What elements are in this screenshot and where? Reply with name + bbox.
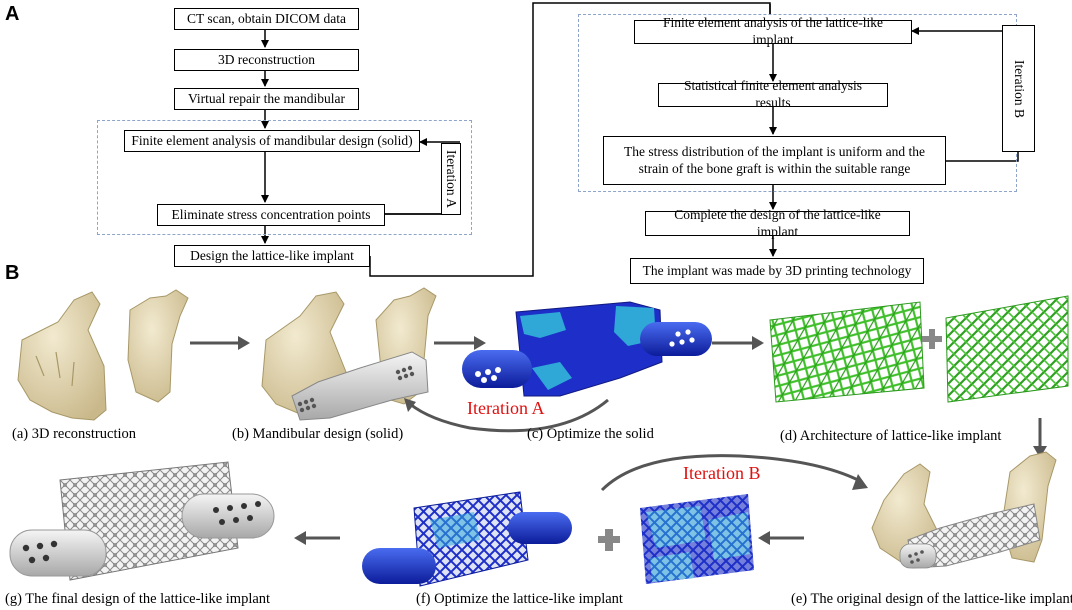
caption-f: (f) Optimize the lattice-like implant bbox=[416, 591, 623, 607]
step-eliminate-stress: Eliminate stress concentration points bbox=[157, 204, 385, 226]
left-arrow-icon bbox=[758, 531, 804, 545]
fea-lattice-result bbox=[640, 494, 754, 584]
right-arrow-icon bbox=[712, 336, 764, 350]
step-fea-solid: Finite element analysis of mandibular de… bbox=[124, 130, 420, 152]
step-3d-reconstruction: 3D reconstruction bbox=[174, 49, 359, 71]
fea-lattice-implant bbox=[362, 491, 572, 587]
step-ct-scan: CT scan, obtain DICOM data bbox=[174, 8, 359, 30]
right-arrow-icon bbox=[434, 336, 486, 350]
iteration-a-group bbox=[97, 120, 472, 235]
iteration-b-label: Iteration B bbox=[683, 463, 761, 483]
caption-c: (c) Optimize the solid bbox=[527, 426, 654, 442]
iteration-b-arrow bbox=[600, 454, 868, 492]
iteration-b-box: Iteration B bbox=[1002, 25, 1035, 152]
bone-fragment-left bbox=[17, 291, 107, 421]
caption-g: (g) The final design of the lattice-like… bbox=[5, 591, 271, 607]
lattice-diagonal-struts bbox=[945, 295, 1069, 403]
iteration-a-label: Iteration A bbox=[467, 398, 545, 418]
step-design-lattice: Design the lattice-like implant bbox=[174, 245, 370, 267]
step-complete-design: Complete the design of the lattice-like … bbox=[645, 207, 910, 239]
step-virtual-repair: Virtual repair the mandibular bbox=[174, 88, 359, 110]
iteration-a-arrow bbox=[404, 398, 609, 433]
down-arrow-icon bbox=[1033, 418, 1047, 458]
bone-fragment-right bbox=[127, 289, 189, 403]
step-3d-printing: The implant was made by 3D printing tech… bbox=[630, 258, 924, 284]
mandible-solid-design bbox=[261, 287, 437, 421]
fea-solid-implant bbox=[462, 301, 712, 397]
panel-label-b: B bbox=[5, 262, 20, 284]
iteration-a-box: Iteration A bbox=[441, 143, 461, 215]
mandible-lattice-original bbox=[871, 451, 1057, 569]
panel-label-a: A bbox=[5, 3, 20, 25]
right-arrow-icon bbox=[190, 336, 250, 350]
caption-b: (b) Mandibular design (solid) bbox=[232, 426, 404, 442]
step-stress-uniform: The stress distribution of the implant i… bbox=[603, 136, 946, 185]
caption-a: (a) 3D reconstruction bbox=[12, 426, 137, 442]
lattice-unit-cells bbox=[769, 301, 925, 403]
caption-e: (e) The original design of the lattice-l… bbox=[791, 591, 1072, 607]
final-lattice-implant bbox=[9, 461, 275, 581]
plus-icon bbox=[922, 329, 942, 349]
left-arrow-icon bbox=[294, 531, 340, 545]
caption-d: (d) Architecture of lattice-like implant bbox=[780, 428, 1002, 444]
plus-icon bbox=[598, 529, 620, 551]
